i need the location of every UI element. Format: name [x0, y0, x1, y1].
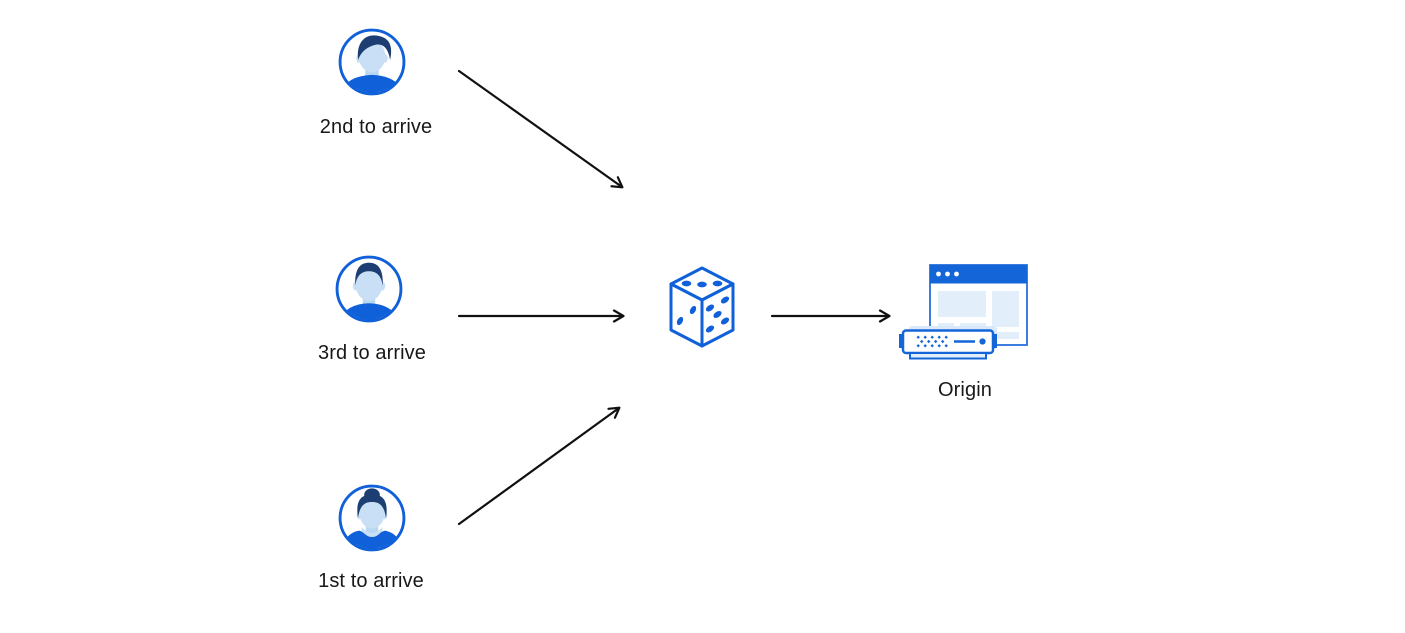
- user-top-label: 2nd to arrive: [319, 116, 433, 138]
- arrow-user-top-to-dice: [457, 69, 624, 189]
- user-bottom-label: 1st to arrive: [318, 570, 424, 592]
- dice-icon: [669, 266, 735, 348]
- user-avatar-female-icon: [338, 484, 406, 552]
- server-icon: [899, 326, 997, 360]
- user-avatar-male-swept-hair-icon: [338, 28, 406, 96]
- arrow-user-bottom-to-dice: [457, 406, 621, 526]
- origin-server-browser-icon: [899, 264, 1028, 360]
- user-avatar-male-icon: [335, 255, 403, 323]
- origin-label: Origin: [938, 379, 992, 401]
- user-middle-label: 3rd to arrive: [317, 342, 426, 364]
